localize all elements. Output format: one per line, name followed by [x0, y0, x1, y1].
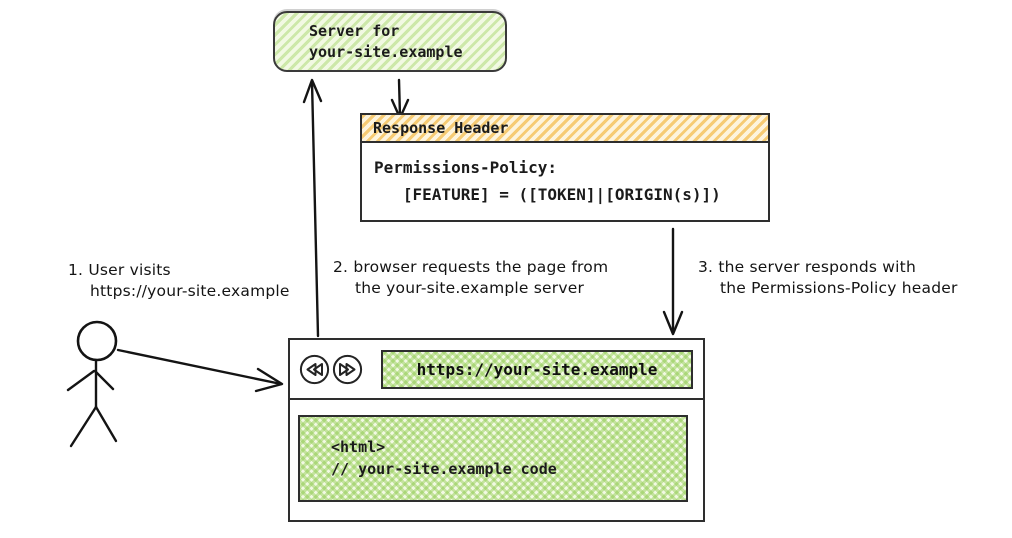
arrow-browser-to-server — [302, 78, 323, 338]
feature-syntax-line: [FEATURE] = ([TOKEN]|[ORIGIN(s)]) — [374, 185, 721, 204]
step-3-line2: the Permissions-Policy header — [720, 279, 958, 297]
step-label-3: 3. the server responds with the Permissi… — [698, 257, 958, 299]
step-label-1: 1. User visits https://your-site.example — [68, 260, 290, 302]
html-tag-line: <html> — [331, 438, 386, 456]
site-code-line: // your-site.example code — [331, 460, 557, 478]
server-label-line1: Server for — [309, 22, 400, 40]
browser-content-area: <html> // your-site.example code — [290, 400, 703, 520]
address-bar[interactable]: https://your-site.example — [381, 349, 693, 389]
back-button-icon[interactable] — [299, 354, 330, 385]
page-content-box: <html> // your-site.example code — [298, 415, 688, 502]
server-label-line2: your-site.example — [309, 43, 463, 61]
step-1-line1: 1. User visits — [68, 261, 171, 279]
arrow-response-header-to-browser — [662, 227, 684, 336]
response-header-body: Permissions-Policy: [FEATURE] = ([TOKEN]… — [362, 143, 768, 208]
address-url: https://your-site.example — [416, 359, 658, 379]
response-header-title: Response Header — [362, 115, 768, 143]
browser-window: https://your-site.example <html> // your… — [288, 338, 705, 522]
permissions-policy-line: Permissions-Policy: — [374, 158, 558, 177]
step-1-line2: https://your-site.example — [90, 282, 290, 300]
step-label-2: 2. browser requests the page from the yo… — [333, 257, 608, 299]
user-stick-figure — [66, 320, 118, 448]
browser-toolbar: https://your-site.example — [290, 340, 703, 400]
response-header-box: Response Header Permissions-Policy: [FEA… — [360, 113, 770, 222]
arrow-user-to-browser — [116, 348, 284, 393]
step-3-line1: 3. the server responds with — [698, 258, 916, 276]
server-box: Server for your-site.example — [273, 11, 507, 72]
forward-button-icon[interactable] — [332, 354, 363, 385]
step-2-line2: the your-site.example server — [355, 279, 585, 297]
step-2-line1: 2. browser requests the page from — [333, 258, 609, 276]
